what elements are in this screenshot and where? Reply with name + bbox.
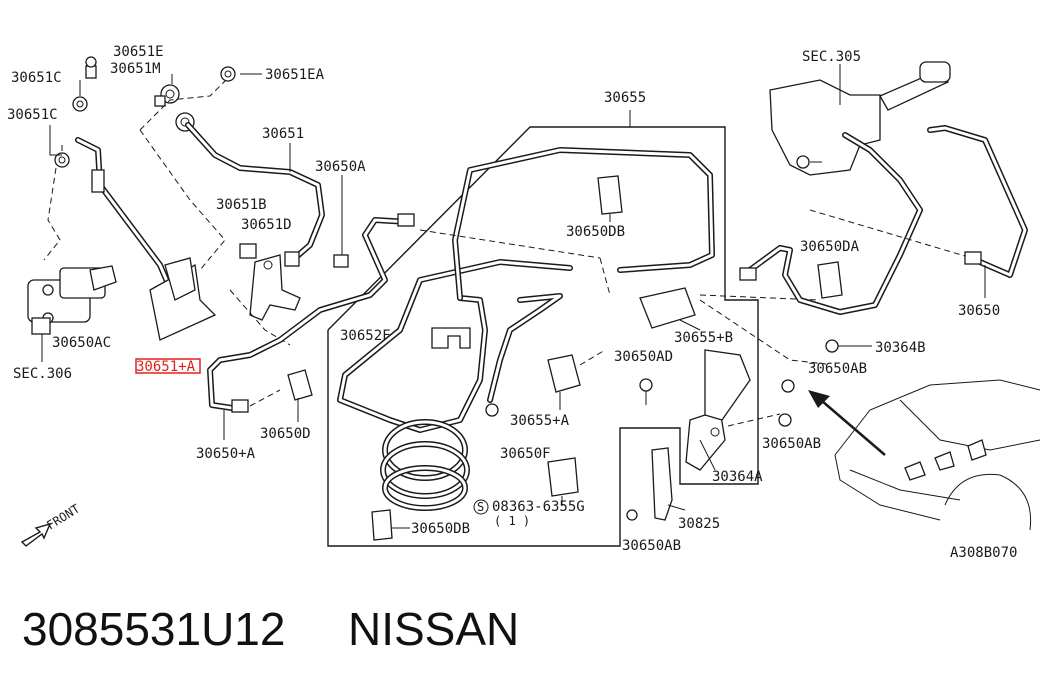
bolt-30364B	[825, 339, 872, 353]
label-30650AB-b: 30650AB	[762, 436, 821, 452]
highlight-box	[135, 358, 201, 374]
label-30651M: 30651M	[110, 61, 161, 77]
connector-30651M	[154, 84, 180, 107]
clip-30650D	[287, 369, 313, 422]
operating-cylinder	[27, 265, 117, 362]
part-number: 3085531U12	[22, 603, 285, 655]
label-30651A: 30651+A	[136, 359, 196, 375]
block-30655B	[639, 287, 821, 331]
label-diagram-code: A308B070	[950, 545, 1017, 561]
bolt-30650AD	[639, 378, 653, 405]
clip-30650A	[333, 254, 349, 268]
front-arrow-icon	[20, 522, 52, 547]
s-mark-text: S	[477, 500, 484, 514]
label-30655pB: 30655+B	[674, 330, 733, 346]
vehicle-sketch	[834, 379, 1041, 531]
bracket-30651A	[149, 257, 217, 341]
label-30650AC: 30650AC	[52, 335, 111, 351]
label-30650AB-a: 30650AB	[622, 538, 681, 554]
label-30650A: 30650A	[315, 159, 366, 175]
label-30651E: 30651E	[113, 44, 164, 60]
clip-30650DA	[817, 261, 843, 299]
label-SEC305: SEC.305	[802, 49, 861, 65]
label-30650: 30650	[958, 303, 1000, 319]
s-mark: S	[477, 500, 484, 514]
label-30650D: 30650D	[260, 426, 311, 442]
bolt-30655A	[485, 403, 499, 417]
bolt-30650AB-right	[778, 379, 795, 427]
nut-30651EA	[220, 66, 236, 82]
coiled-pipes	[337, 147, 715, 511]
bolt-08363	[473, 499, 489, 515]
washer-30651C-a	[72, 96, 88, 112]
label-30650DB-a: 30650DB	[566, 224, 625, 240]
frame-30655	[327, 110, 759, 547]
label-30650F: 30650F	[500, 446, 551, 462]
clip-30650DB-bottom	[371, 509, 410, 541]
pipe-30650A	[207, 213, 415, 413]
label-front: FRONT	[44, 502, 82, 533]
label-08363: 08363-6355G	[492, 499, 585, 515]
bracket-30651D	[239, 243, 301, 321]
label-30650AD: 30650AD	[614, 349, 673, 365]
label-30825: 30825	[678, 516, 720, 532]
label-30650DB-b: 30650DB	[411, 521, 470, 537]
clip-30650DB-top	[597, 175, 623, 222]
label-30364B: 30364B	[875, 340, 926, 356]
label-30655: 30655	[604, 90, 646, 106]
label-30651B: 30651B	[216, 197, 267, 213]
brand-name: NISSAN	[348, 603, 519, 655]
pipe-to-cylinder	[75, 137, 178, 303]
label-SEC306: SEC.306	[13, 366, 72, 382]
clip-30655A	[547, 349, 606, 410]
label-30650AB-c: 30650AB	[808, 361, 867, 377]
label-30650DA: 30650DA	[800, 239, 860, 255]
bracket-30825	[626, 447, 686, 521]
label-30651D: 30651D	[241, 217, 292, 233]
washer-30651C-b	[54, 152, 70, 168]
label-30651C-b: 30651C	[7, 107, 58, 123]
clip-30650F	[547, 457, 579, 506]
pipe-30651	[185, 122, 325, 261]
label-30655pA: 30655+A	[510, 413, 570, 429]
bolt-30651E	[85, 56, 97, 79]
label-30650pA: 30650+A	[196, 446, 256, 462]
label-08363-qty: ( 1 )	[494, 514, 530, 528]
pipe-30650	[739, 125, 1028, 315]
label-30364A: 30364A	[712, 469, 763, 485]
label-30651: 30651	[262, 126, 304, 142]
label-30652F: 30652F	[340, 328, 391, 344]
bracket-30652F	[431, 327, 471, 349]
bracket-30364A	[685, 349, 751, 471]
master-cylinder	[769, 61, 951, 176]
label-30651EA: 30651EA	[265, 67, 325, 83]
pointer-arrow	[808, 390, 886, 456]
label-30651C-a: 30651C	[11, 70, 62, 86]
